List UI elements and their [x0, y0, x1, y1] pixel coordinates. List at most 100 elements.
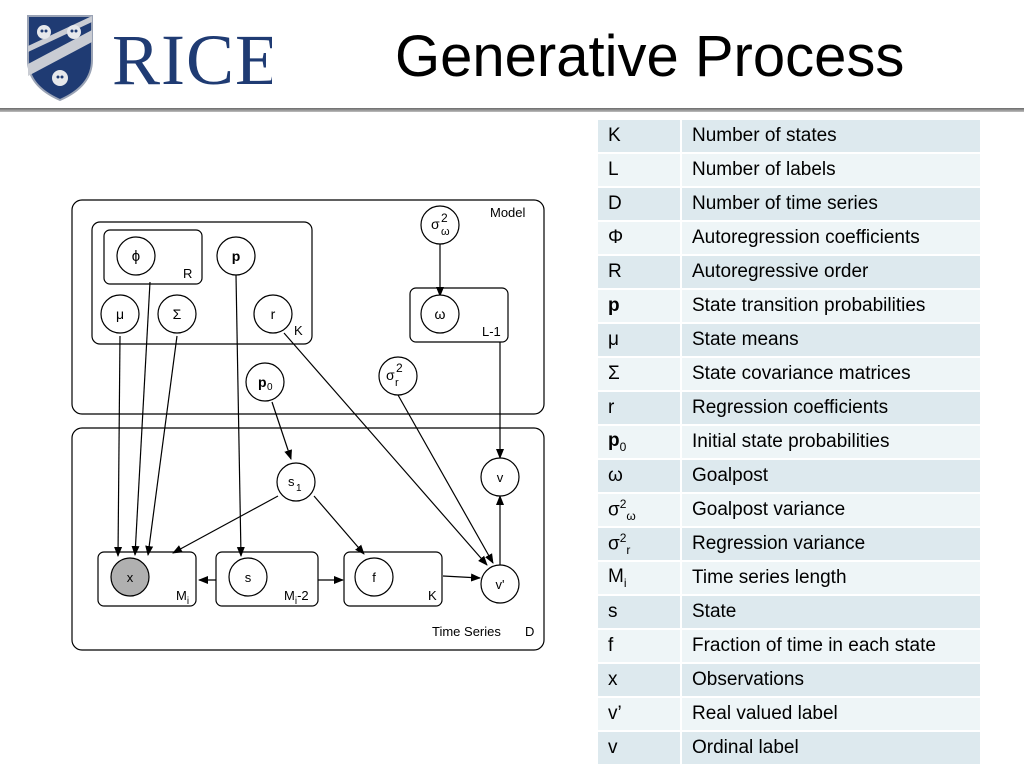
description-cell: Autoregression coefficients: [681, 221, 982, 256]
node-v-prime: v': [480, 564, 520, 604]
table-row: v’Real valued label: [598, 697, 982, 732]
svg-text:s: s: [288, 474, 295, 489]
symbol-cell: L: [598, 153, 682, 188]
l-plate: [409, 287, 509, 343]
svg-text:ω: ω: [441, 226, 450, 238]
symbol-cell: v: [598, 731, 682, 766]
description-cell: Observations: [681, 663, 982, 698]
slide-header: RICE Generative Process: [0, 0, 1024, 112]
svg-text:p: p: [232, 248, 241, 264]
description-cell: Regression coefficients: [681, 391, 982, 426]
s-plate-label: Mi-2: [284, 588, 309, 607]
svg-text:2: 2: [396, 361, 403, 375]
symbol-cell: r: [598, 391, 682, 426]
graphical-model-diagram: Model K R L-1 Time Series D Mi Mi-2 K: [60, 190, 560, 660]
rice-shield-icon: [27, 15, 93, 102]
node-v: v: [480, 457, 520, 497]
s-plate: [215, 551, 319, 607]
logo-wordmark: RICE: [112, 20, 272, 100]
l-plate-label: L-1: [482, 324, 501, 339]
svg-text:f: f: [372, 570, 376, 585]
description-cell: State transition probabilities: [681, 289, 982, 324]
description-cell: Regression variance: [681, 527, 982, 562]
x-plate-label: Mi: [176, 588, 189, 607]
description-cell: Goalpost variance: [681, 493, 982, 528]
f-plate-label: K: [428, 588, 437, 603]
rice-logo: RICE: [27, 15, 272, 102]
node-sigma-omega: σ 2 ω: [420, 205, 460, 245]
svg-text:r: r: [395, 377, 399, 389]
symbol-cell: x: [598, 663, 682, 698]
k-plate-label: K: [294, 323, 303, 338]
svg-text:Σ: Σ: [173, 306, 182, 322]
symbol-cell: Σ: [598, 357, 682, 392]
node-omega: ω: [420, 294, 460, 334]
symbol-cell: v’: [598, 697, 682, 732]
symbol-cell: D: [598, 187, 682, 222]
symbol-cell: Φ: [598, 221, 682, 256]
svg-text:s: s: [245, 570, 252, 585]
node-mu: μ: [100, 294, 140, 334]
symbol-cell: f: [598, 629, 682, 664]
header-divider: [0, 108, 1024, 112]
time-series-plate: [71, 427, 545, 651]
page-title: Generative Process: [395, 24, 905, 89]
description-cell: Ordinal label: [681, 731, 982, 766]
description-cell: Real valued label: [681, 697, 982, 732]
model-plate: [71, 199, 545, 415]
k-plate: [91, 221, 313, 345]
description-cell: Fraction of time in each state: [681, 629, 982, 664]
svg-text:x: x: [127, 570, 134, 585]
symbol-cell: σ2r: [598, 527, 682, 562]
description-cell: Autoregressive order: [681, 255, 982, 290]
symbol-cell: K: [598, 120, 682, 154]
node-x-observed: x: [110, 557, 150, 597]
svg-text:ϕ: ϕ: [132, 248, 140, 265]
diagram-edges: [114, 237, 504, 584]
node-s1: s 1: [276, 462, 316, 502]
svg-text:μ: μ: [116, 306, 124, 322]
description-cell: Initial state probabilities: [681, 425, 982, 460]
description-cell: Number of labels: [681, 153, 982, 188]
node-sigma-r: σ 2 r: [378, 356, 418, 396]
svg-text:ω: ω: [435, 306, 446, 322]
f-plate: [343, 551, 443, 607]
description-cell: State: [681, 595, 982, 630]
description-cell: State covariance matrices: [681, 357, 982, 392]
svg-text:1: 1: [296, 483, 302, 494]
node-sigma: Σ: [157, 294, 197, 334]
node-s: s: [228, 557, 268, 597]
description-cell: State means: [681, 323, 982, 358]
description-cell: Number of states: [681, 120, 982, 154]
svg-text:0: 0: [267, 382, 273, 393]
r-plate-label: R: [183, 266, 192, 281]
symbol-cell: Mi: [598, 561, 682, 596]
svg-text:v: v: [497, 470, 504, 485]
symbol-cell: p0: [598, 425, 682, 460]
symbol-cell: ω: [598, 459, 682, 494]
symbol-cell: s: [598, 595, 682, 630]
svg-text:σ: σ: [431, 216, 440, 232]
model-plate-label: Model: [490, 205, 526, 220]
svg-text:v': v': [496, 577, 505, 592]
node-phi: ϕ: [116, 236, 156, 276]
time-series-plate-label: Time Series: [432, 624, 501, 639]
description-cell: Number of time series: [681, 187, 982, 222]
